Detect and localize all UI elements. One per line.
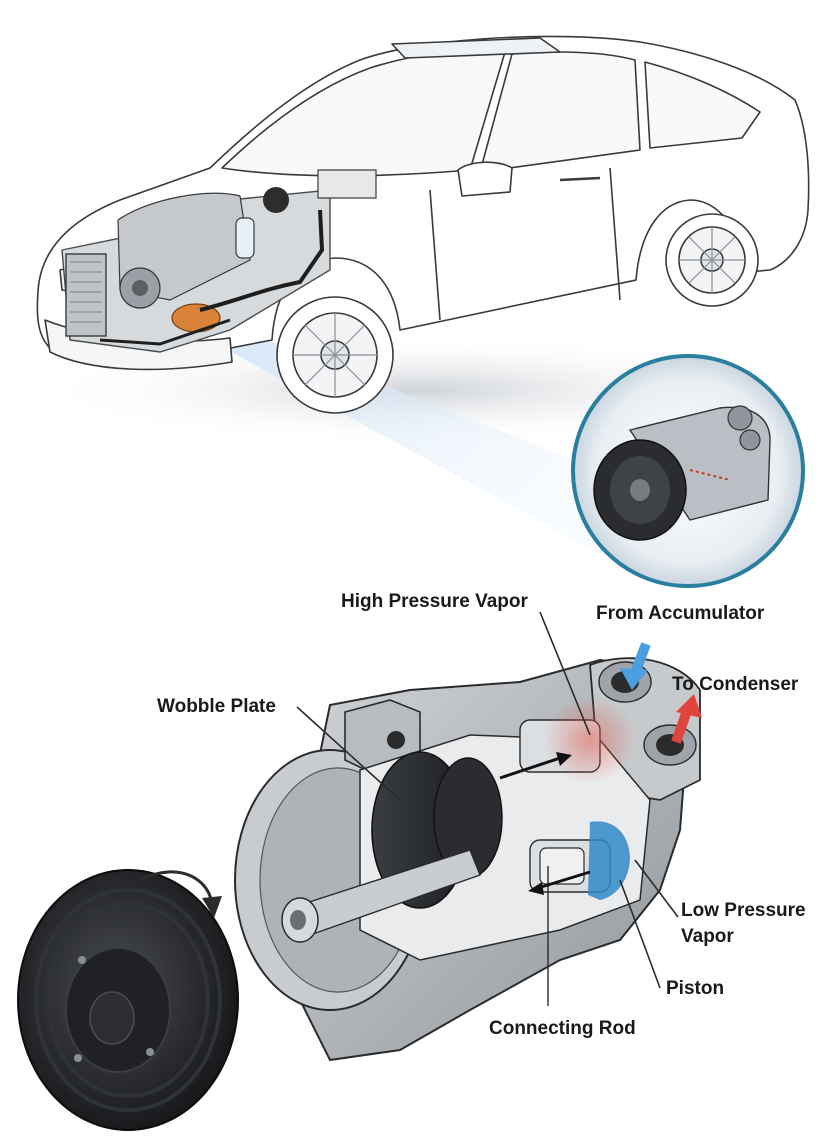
label-connecting-rod: Connecting Rod: [489, 1018, 636, 1039]
label-high-pressure-vapor: High Pressure Vapor: [341, 591, 528, 612]
piston: [539, 847, 585, 885]
engine-bay: [61, 169, 377, 353]
arrow-up-icon: [671, 694, 702, 744]
arrow-down-icon: [620, 642, 651, 690]
pulley: [17, 869, 239, 1131]
label-low-pressure-line1: Low Pressure: [681, 900, 806, 921]
compressor-inset: [571, 354, 805, 588]
curved-arrow-icon: [139, 870, 222, 918]
label-wobble-plate: Wobble Plate: [157, 696, 276, 717]
compressor-interior: [281, 696, 651, 1006]
label-piston: Piston: [666, 978, 725, 999]
label-low-pressure-vapor: Low Pressure Vapor: [681, 898, 806, 949]
label-from-accumulator: From Accumulator: [596, 603, 765, 624]
label-low-pressure-line2: Vapor: [681, 925, 734, 947]
wheel-spokes: [293, 227, 745, 397]
leader-lines: [296, 611, 679, 989]
label-to-condenser: To Condenser: [672, 674, 799, 695]
